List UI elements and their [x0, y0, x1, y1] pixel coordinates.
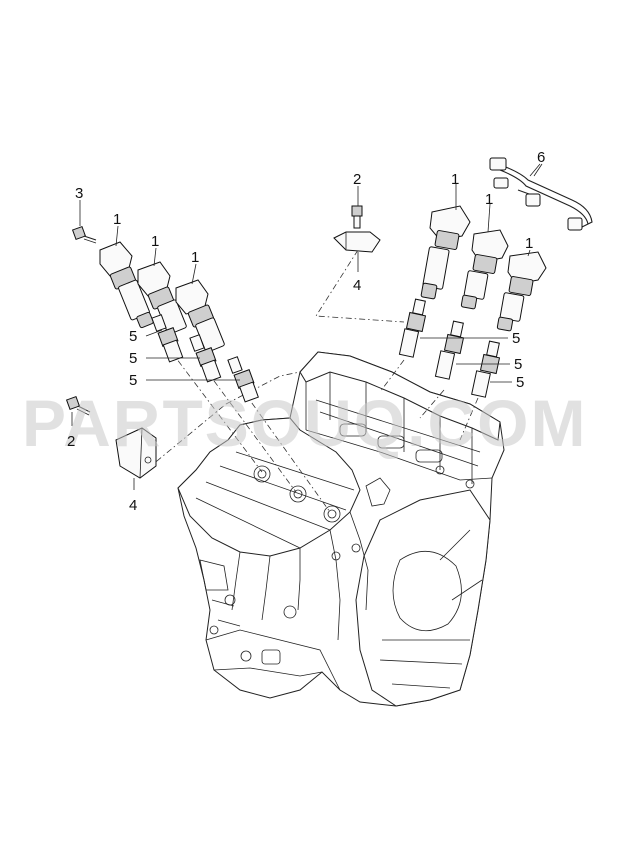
- leader-lines: [145, 249, 479, 513]
- callout-2-lower: 2: [67, 433, 75, 450]
- ignition-coil-left-2: [137, 261, 187, 335]
- callout-5-right-a: 5: [512, 330, 520, 347]
- callout-1-left-a: 1: [113, 211, 121, 228]
- callout-4-upper: 4: [353, 277, 361, 294]
- bracket-part-4-lower: [115, 427, 157, 479]
- ignition-coil-right-2: [460, 229, 509, 310]
- spark-plug-right-3: [471, 340, 501, 398]
- spark-plug-right-1: [398, 298, 427, 358]
- callout-1-right-c: 1: [525, 235, 533, 252]
- engine-block: [177, 351, 505, 707]
- callout-5-left-c: 5: [129, 372, 137, 389]
- callout-3: 3: [75, 185, 83, 202]
- callout-4-lower: 4: [129, 497, 137, 514]
- spark-plug-left-2: [189, 334, 222, 383]
- callout-1-right-b: 1: [485, 191, 493, 208]
- callout-1-left-b: 1: [151, 233, 159, 250]
- callout-leaders: [71, 163, 543, 490]
- callout-2-upper: 2: [353, 171, 361, 188]
- spark-plug-right-2: [434, 320, 465, 380]
- callout-5-right-c: 5: [516, 374, 524, 391]
- bolt-part-2-lower: [65, 395, 91, 416]
- callout-5-right-b: 5: [514, 356, 522, 373]
- ignition-coil-right-3: [496, 251, 547, 332]
- wiring-harness-part-6: [489, 157, 593, 231]
- callout-numbers: 1 1 1 1 1 1 2 2 3 4 4 5 5 5 5 5 5 6: [67, 149, 545, 514]
- watermark: PARTSOUQ.COM: [22, 386, 587, 460]
- callout-5-left-a: 5: [129, 328, 137, 345]
- ignition-coil-right-1: [420, 205, 471, 300]
- bolt-part-3: [71, 225, 97, 244]
- callout-1-right-a: 1: [451, 171, 459, 188]
- ignition-coil-left-1: [99, 241, 154, 329]
- spark-plug-left-1: [151, 314, 184, 363]
- callout-6: 6: [537, 149, 545, 166]
- bolt-part-2-upper: [351, 205, 363, 229]
- spark-plug-left-3: [227, 356, 259, 403]
- callout-5-left-b: 5: [129, 350, 137, 367]
- callout-1-left-c: 1: [191, 249, 199, 266]
- bracket-part-4-upper: [333, 231, 381, 253]
